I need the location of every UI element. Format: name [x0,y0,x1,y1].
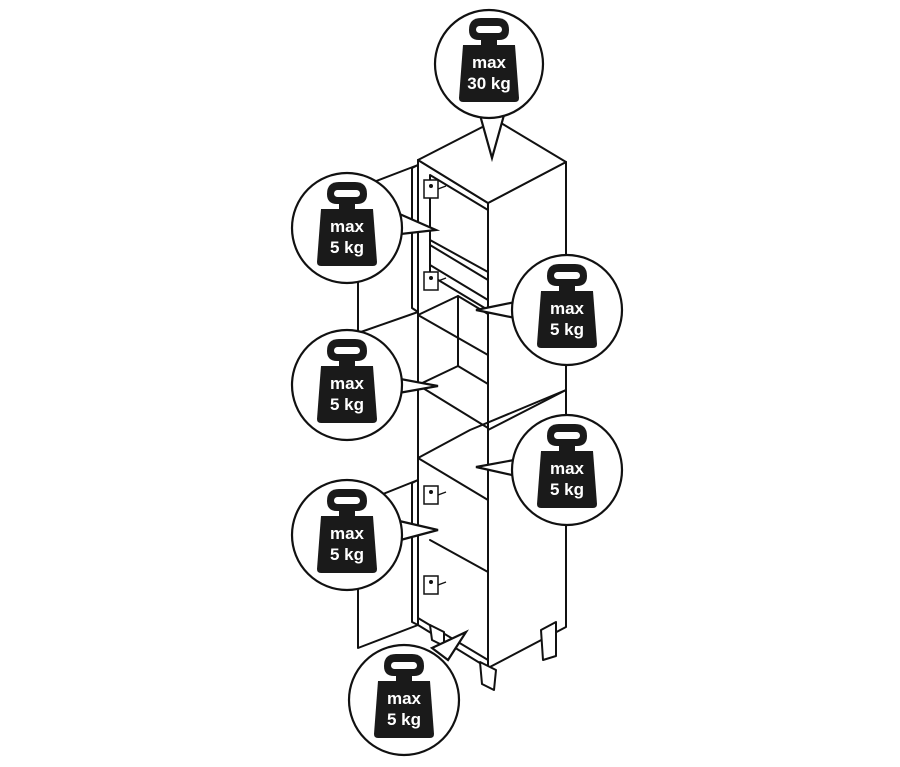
weight-icon [459,18,519,102]
callout-bottom: max 5 kg [347,643,461,757]
cabinet-right-side [487,161,567,669]
callout-label-line1: max [387,689,422,708]
callout-label-line1: max [330,217,365,236]
hinge-icon [423,485,447,505]
weight-icon [374,654,434,738]
load-callouts: max 30 kg max 5 kg max 5 kg max 5 kg max 5 kg max 5… [290,8,624,757]
callout-label-line1: max [472,53,507,72]
cabinet-legs [429,621,557,691]
weight-icon [317,182,377,266]
weight-icon [537,264,597,348]
callout-shelf-right-lower: max 5 kg [510,413,624,527]
callout-label-line2: 5 kg [330,545,364,564]
callout-door-upper: max 5 kg [290,171,404,285]
callout-label-line1: max [550,459,585,478]
callout-label-line1: max [330,374,365,393]
callout-label-line2: 5 kg [330,395,364,414]
callout-shelf-open: max 5 kg [290,328,404,442]
hinge-icon [423,575,447,595]
callout-door-lower: max 5 kg [290,478,404,592]
callout-label-line1: max [330,524,365,543]
callout-shelf-right-upper: max 5 kg [510,253,624,367]
callout-label-line1: max [550,299,585,318]
callout-label-line2: 5 kg [330,238,364,257]
weight-icon [317,339,377,423]
callout-label-line2: 5 kg [550,480,584,499]
weight-icon [317,489,377,573]
callout-label-line2: 30 kg [467,74,510,93]
callout-label-line2: 5 kg [387,710,421,729]
callout-label-line2: 5 kg [550,320,584,339]
hinge-icon [423,271,447,291]
callout-top: max 30 kg [433,8,545,120]
weight-icon [537,424,597,508]
hinge-icon [423,179,447,199]
